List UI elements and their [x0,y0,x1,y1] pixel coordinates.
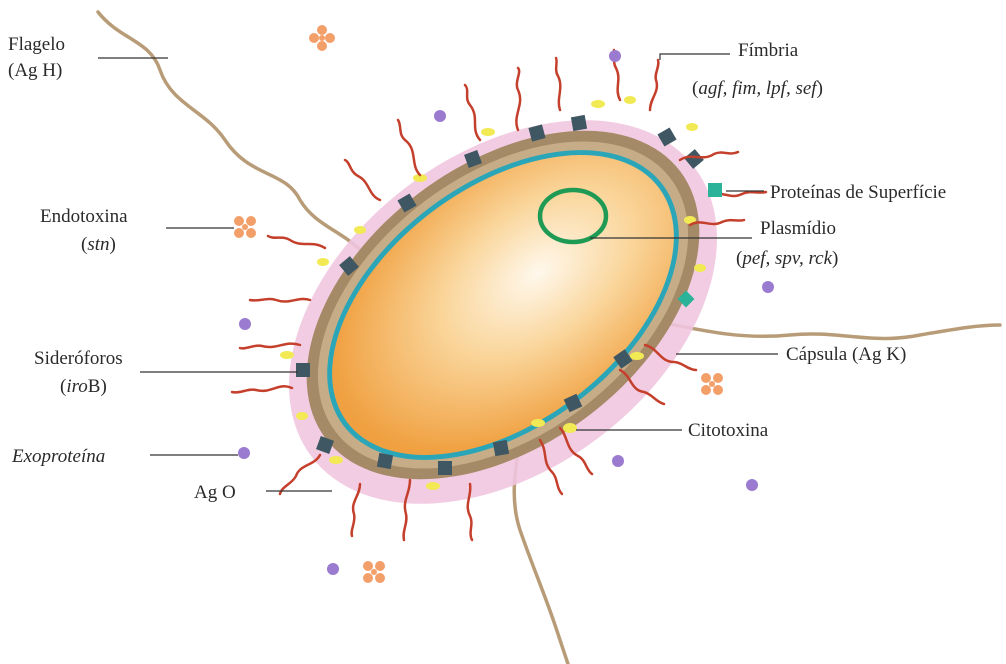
label-plasmidio: Plasmídio [760,218,836,239]
label-sideroforos: Sideróforos [34,348,123,369]
label-exoproteina: Exoproteína [11,446,105,467]
label-flagelo-ag: (Ag H) [8,60,62,81]
label-ag-o: Ag O [194,482,236,503]
label-flagelo: Flagelo [8,34,65,55]
label-citotoxina: Citotoxina [688,420,769,441]
label-fimbria-genes: (agf, fim, lpf, sef) [692,78,823,99]
flagellum-right [650,320,1000,339]
label-sideroforos-gene: (iroB) [60,376,107,397]
surface-protein-marker [708,183,722,197]
label-endotoxina: Endotoxina [40,206,128,227]
label-plasmidio-genes: (pef, spv, rck) [736,248,838,269]
label-proteinas: Proteínas de Superfície [770,182,946,203]
label-endotoxina-gene: (stn) [81,234,116,255]
label-fimbria: Fímbria [738,40,799,61]
label-capsula: Cápsula (Ag K) [786,344,906,365]
